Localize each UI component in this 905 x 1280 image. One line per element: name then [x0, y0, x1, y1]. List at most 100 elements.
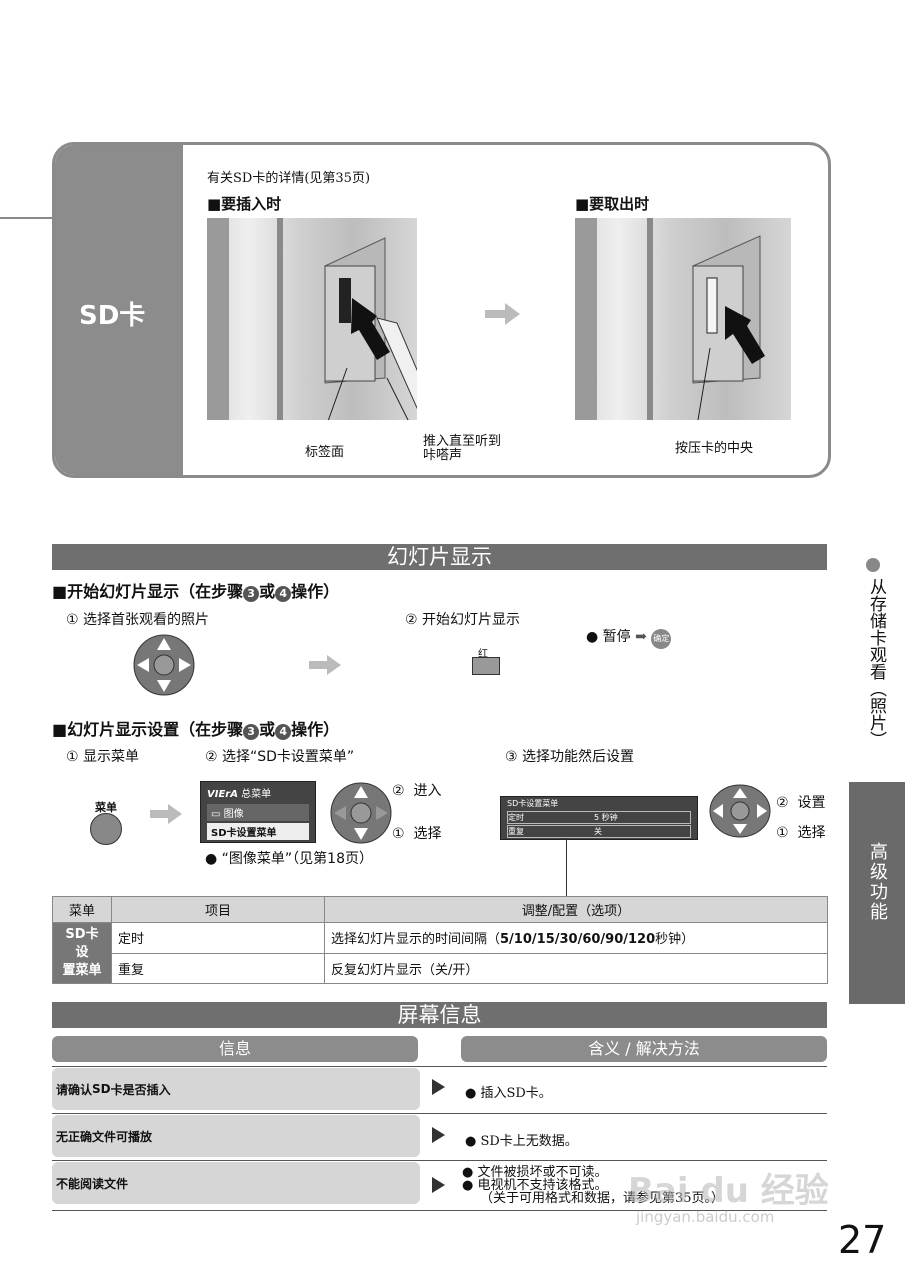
meaning-3-line-3: （关于可用格式和数据，请参见第35页。）	[480, 1191, 725, 1206]
opt-post: 秒钟）	[655, 932, 695, 948]
start-step2: ② 开始幻灯片显示	[405, 612, 521, 628]
tv-edge	[207, 218, 229, 420]
insert-arrow-icon	[351, 298, 390, 360]
th-option: 调整/配置（选项）	[324, 896, 828, 923]
menu-item-sd: SD卡设置菜单	[207, 823, 309, 840]
insert-illustration-svg	[207, 218, 430, 439]
settings-heading-pre: ■幻灯片显示设置（在步骤	[52, 720, 244, 739]
dpad-remote-icon-2	[330, 782, 392, 844]
side-bullet-icon	[866, 558, 880, 572]
main-menu-title: 总菜单	[241, 789, 272, 800]
row-arrow-icon	[432, 1127, 445, 1143]
inserted-card-icon	[706, 277, 718, 334]
settings-heading-post: 操作）	[291, 720, 340, 739]
set-hint: ② 设置	[776, 792, 825, 812]
settings-table-header: 菜单 项目 调整/配置（选项）	[52, 896, 828, 923]
remove-illustration	[575, 218, 791, 439]
info-3-text: 不能阅读文件	[56, 1176, 129, 1191]
red-button-icon	[472, 657, 500, 675]
dpad-up-icon	[157, 638, 171, 650]
settings-table: 菜单 项目 调整/配置（选项） SD卡设 置菜单 定时 选择幻灯片显示的时间间隔…	[52, 896, 828, 984]
table-row: 重复 反复幻灯片显示（关/开）	[53, 952, 828, 984]
sd-side-label: SD卡	[79, 301, 146, 331]
sd-menu-row-repeat: 重复 关	[507, 825, 691, 838]
menu-item-image-label: 图像	[223, 809, 244, 820]
th-menu: 菜单	[52, 896, 112, 923]
set-num: ②	[776, 795, 789, 811]
image-menu-note: ● “图像菜单”（见第18页）	[205, 851, 373, 867]
opt-bold: 5/10/15/30/60/90/120	[500, 932, 656, 948]
dpad-remote-icon-3	[709, 784, 771, 838]
menu-button-label: 菜单	[95, 801, 117, 814]
row-arrow-icon	[432, 1079, 445, 1095]
start-step1: ① 选择首张观看的照片	[66, 612, 210, 628]
insert-heading: ■要插入时	[207, 195, 282, 213]
row-option-repeat: 反复幻灯片显示（关/开）	[324, 952, 828, 984]
pause-note: ● 暂停 ➡ 确定	[586, 626, 672, 649]
step-arrow-icon	[309, 655, 341, 675]
row-item-timer: 定时	[111, 922, 325, 954]
sd-menu-timer-value: 5 秒钟	[594, 813, 618, 822]
transition-arrow-icon	[485, 303, 520, 325]
press-center-caption: 按压卡的中央	[675, 441, 754, 456]
meaning-row-1: ● 插入SD卡。	[465, 1086, 552, 1101]
start-heading-pre: ■开始幻灯片显示（在步骤	[52, 582, 244, 601]
enter-num: ②	[392, 783, 405, 799]
sd-menu-row-timer: 定时 5 秒钟	[507, 811, 691, 824]
sd-menu-repeat-label: 重复	[508, 827, 524, 836]
menu-item-image: ▭ 图像	[207, 804, 309, 821]
info-1-pre: 请确认	[56, 1082, 93, 1097]
push-caption: 推入直至听到 咔嗒声	[423, 435, 501, 463]
sd-side-tab: SD卡	[55, 145, 183, 475]
side-tab-photo: 从存储卡观看（照片）	[866, 578, 886, 748]
settings-or-text: 或	[259, 720, 276, 739]
enter-text: 进入	[413, 783, 442, 799]
settings-step1: ① 显示菜单	[66, 749, 140, 765]
dpad-left-icon	[137, 658, 149, 672]
sd-slot	[339, 278, 351, 323]
info-divider-2	[52, 1160, 827, 1161]
select2-hint: ① 选择	[776, 822, 825, 842]
main-menu-header: VIErA 总菜单	[201, 782, 315, 803]
sd-card-panel: SD卡 有关SD卡的详情(见第35页) ■要插入时 ■要取出时	[52, 142, 831, 478]
col-meaning-header: 含义 / 解决方法	[461, 1036, 827, 1062]
sd-menu-leader	[566, 838, 567, 898]
tv-edge-2	[575, 218, 597, 420]
watermark-logo: Bai du 经验	[628, 1171, 829, 1211]
settings-step2: ② 选择“SD卡设置菜单”	[205, 749, 355, 765]
select2-num: ①	[776, 825, 789, 841]
col-info-header: 信息	[52, 1036, 418, 1062]
group-label-line-2: 置菜单	[62, 963, 102, 978]
dpad-ok-icon	[153, 654, 175, 676]
tv-frame-line	[277, 218, 283, 420]
sd-menu-screen: SD卡设置菜单 定时 5 秒钟 重复 关	[500, 796, 698, 840]
settings-step4-badge: 4	[275, 724, 292, 740]
screen-info-title-bar: 屏幕信息	[52, 1002, 827, 1028]
settings-step3-badge: 3	[243, 724, 260, 740]
menu-button-icon	[90, 813, 122, 845]
sd-menu-repeat-value: 关	[594, 827, 602, 836]
side-tab-advanced-label: 高级功能	[867, 842, 888, 922]
select-text: 选择	[413, 826, 442, 842]
info-1-bold: SD	[92, 1082, 111, 1096]
sd-detail-note: 有关SD卡的详情(见第35页)	[207, 171, 371, 186]
settings-step3: ③ 选择功能然后设置	[505, 749, 635, 765]
watermark-url: jingyan.baidu.com	[636, 1208, 775, 1226]
select2-text: 选择	[797, 825, 826, 841]
meaning-3-line-1: ● 文件被损坏或不可读。	[462, 1165, 608, 1180]
pause-text: ● 暂停	[586, 629, 631, 645]
page-number: 27	[838, 1218, 887, 1262]
select-num: ①	[392, 826, 405, 842]
dpad-right-icon	[179, 658, 191, 672]
step4-badge: 4	[275, 586, 292, 602]
table-row: SD卡设 置菜单 定时 选择幻灯片显示的时间间隔（5/10/15/30/60/9…	[52, 922, 828, 984]
info-divider-3	[52, 1210, 827, 1211]
main-menu-screen: VIErA 总菜单 ▭ 图像 SD卡设置菜单	[200, 781, 316, 843]
meaning-row-2: ● SD卡上无数据。	[465, 1134, 578, 1149]
menu-arrow-icon	[150, 804, 182, 824]
dpad-remote-icon	[133, 634, 195, 696]
pause-arrow-icon: ➡	[635, 629, 647, 645]
label-face-caption: 标签面	[305, 445, 345, 460]
tv-frame-line-2	[647, 218, 653, 420]
